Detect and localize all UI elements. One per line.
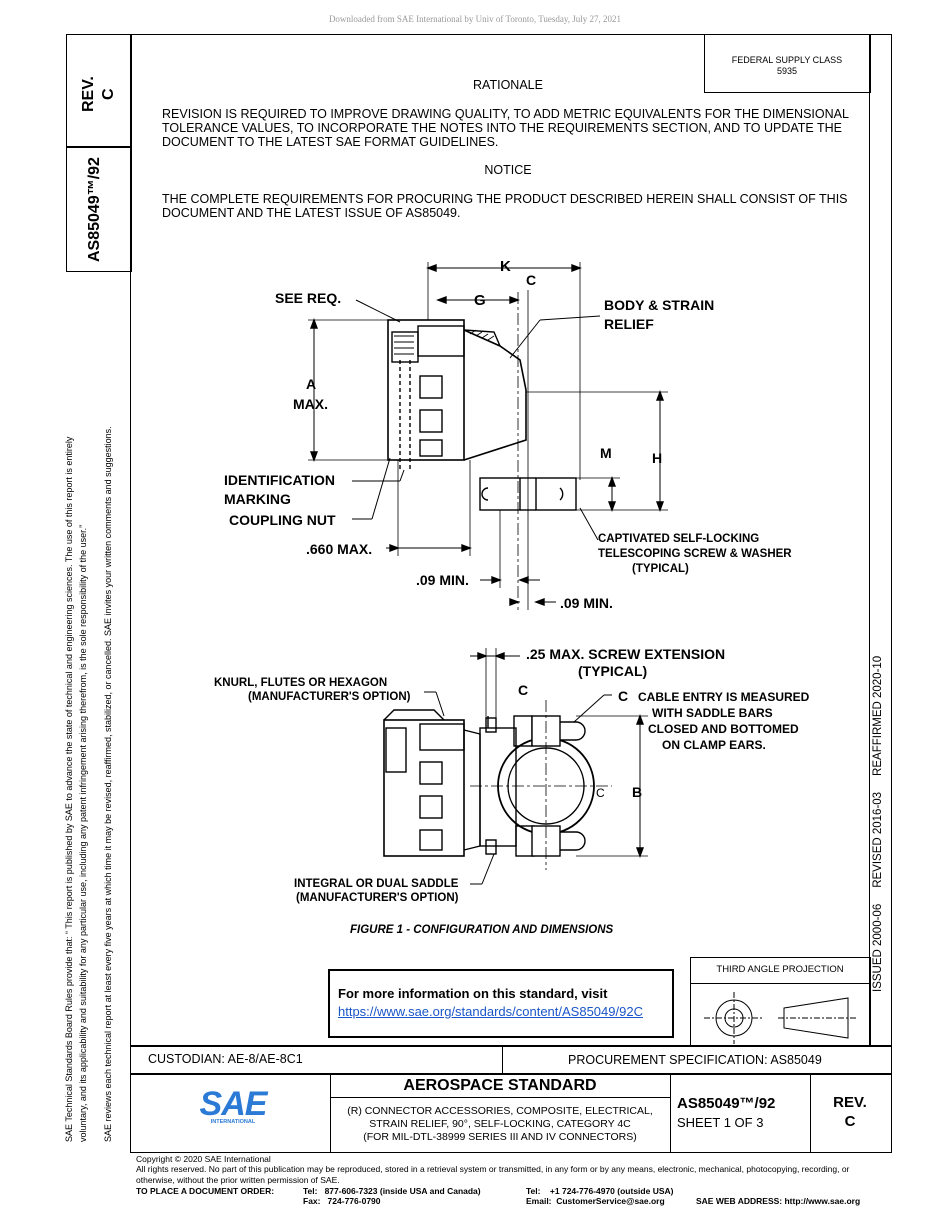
rationale-heading: RATIONALE: [473, 78, 543, 92]
procurement-spec: PROCUREMENT SPECIFICATION: AS85049: [568, 1053, 822, 1067]
label-cable-3: CLOSED AND BOTTOMED: [648, 722, 799, 736]
projection-symbol: [704, 992, 856, 1044]
title-div-2: [670, 1073, 671, 1153]
sae-logo: SAE INTERNATIONAL: [198, 1086, 268, 1125]
projection-label: THIRD ANGLE PROJECTION: [716, 964, 844, 975]
rights-notice: All rights reserved. No part of this pub…: [136, 1164, 850, 1185]
aerospace-standard-heading: AEROSPACE STANDARD: [403, 1077, 597, 1094]
label-k: K: [500, 258, 511, 275]
label-body-strain-2: RELIEF: [604, 316, 654, 332]
projection-box: [690, 957, 871, 1047]
label-cable-4: ON CLAMP EARS.: [662, 738, 766, 752]
info-box-text: For more information on this standard, v…: [338, 986, 608, 1001]
label-09-min-a: .09 MIN.: [416, 572, 469, 588]
title-desc-2: STRAIN RELIEF, 90°, SELF-LOCKING, CATEGO…: [369, 1118, 631, 1130]
label-captivated-3: (TYPICAL): [632, 563, 689, 575]
label-h: H: [652, 450, 663, 466]
notice-text: THE COMPLETE REQUIREMENTS FOR PROCURING …: [162, 192, 848, 220]
info-box: [328, 969, 674, 1038]
label-a-max: MAX.: [293, 396, 328, 412]
fsc-box: [704, 34, 871, 93]
label-cl-bottom: C: [518, 682, 529, 698]
sheet-number: SHEET 1 OF 3: [677, 1115, 764, 1130]
copyright: Copyright © 2020 SAE International: [136, 1154, 271, 1164]
sae-logo-sub: INTERNATIONAL: [210, 1119, 256, 1125]
title-heading-cell: [330, 1073, 670, 1098]
label-a: A: [306, 376, 317, 392]
label-09-min-b: .09 MIN.: [560, 595, 613, 611]
right-strip: [869, 34, 891, 1045]
tel-usa: Tel: 877-606-7323 (inside USA and Canada…: [303, 1186, 481, 1196]
web-address[interactable]: SAE WEB ADDRESS: http://www.sae.org: [696, 1196, 861, 1206]
download-note: Downloaded from SAE International by Uni…: [328, 14, 622, 24]
label-identification: IDENTIFICATION: [224, 472, 335, 488]
label-b: B: [632, 784, 643, 800]
label-m: M: [600, 445, 612, 461]
title-doc-number: AS85049™/92: [677, 1095, 776, 1112]
title-desc-1: (R) CONNECTOR ACCESSORIES, COMPOSITE, EL…: [347, 1105, 653, 1117]
label-cable-1: CABLE ENTRY IS MEASURED: [638, 690, 810, 704]
main-frame: [130, 34, 892, 1047]
standard-link[interactable]: https://www.sae.org/standards/content/AS…: [338, 1004, 643, 1019]
label-saddle-2: (MANUFACTURER'S OPTION): [296, 892, 459, 904]
label-cl-top: C: [526, 272, 537, 288]
label-marking: MARKING: [224, 491, 291, 507]
left-doc-box: [66, 146, 132, 272]
label-screw-ext-2: (TYPICAL): [578, 663, 648, 679]
label-660-max: .660 MAX.: [306, 541, 373, 557]
label-knurl-1: KNURL, FLUTES OR HEXAGON: [214, 677, 388, 689]
label-captivated-2: TELESCOPING SCREW & WASHER: [598, 548, 792, 560]
title-div-1: [330, 1073, 331, 1153]
rationale-text: REVISION IS REQUIRED TO IMPROVE DRAWING …: [162, 107, 849, 149]
title-block: [130, 1073, 892, 1153]
order-label: TO PLACE A DOCUMENT ORDER:: [136, 1186, 275, 1196]
title-rev-value: C: [844, 1113, 856, 1130]
label-knurl-2: (MANUFACTURER'S OPTION): [248, 691, 411, 703]
tel-outside: Tel: +1 724-776-4970 (outside USA): [526, 1186, 674, 1196]
label-cable-2: WITH SADDLE BARS: [652, 706, 773, 720]
label-cl-center: C: [596, 786, 605, 800]
label-captivated-1: CAPTIVATED SELF-LOCKING: [598, 533, 760, 545]
title-desc-3: (FOR MIL-DTL-38999 SERIES III AND IV CON…: [363, 1131, 637, 1143]
label-coupling-nut: COUPLING NUT: [229, 512, 336, 528]
label-g: G: [474, 292, 486, 309]
title-rev-label: REV.: [833, 1094, 867, 1111]
left-rev-box: [66, 34, 132, 148]
custodian: CUSTODIAN: AE-8/AE-8C1: [148, 1052, 303, 1066]
fsc-line1: FEDERAL SUPPLY CLASS: [731, 55, 843, 65]
notice-heading: NOTICE: [484, 163, 532, 177]
fsc-line2: 5935: [776, 66, 798, 76]
label-screw-ext-1: .25 MAX. SCREW EXTENSION: [526, 646, 726, 662]
custodian-divider: [502, 1045, 503, 1075]
figure-caption: FIGURE 1 - CONFIGURATION AND DIMENSIONS: [350, 924, 614, 936]
custodian-row: [130, 1045, 892, 1075]
email[interactable]: Email: CustomerService@sae.org: [526, 1196, 665, 1206]
sae-logo-mark: SAE: [199, 1085, 268, 1123]
label-see-req: SEE REQ.: [275, 290, 342, 306]
projection-label-cell: [690, 957, 869, 984]
label-saddle-1: INTEGRAL OR DUAL SADDLE: [294, 878, 459, 890]
fax: Fax: 724-776-0790: [303, 1196, 381, 1206]
title-div-3: [810, 1073, 811, 1153]
label-c-dim: C: [618, 688, 629, 704]
label-body-strain-1: BODY & STRAIN: [604, 297, 715, 313]
